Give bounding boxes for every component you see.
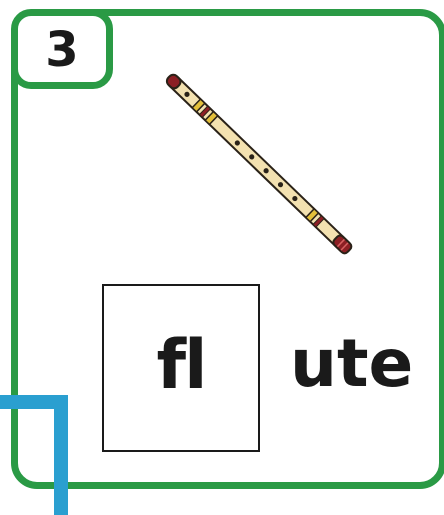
blend-letters-box: fl bbox=[102, 284, 260, 452]
card-number: 3 bbox=[45, 22, 79, 78]
blend-letters: fl bbox=[156, 326, 208, 405]
word-ending: ute bbox=[290, 325, 414, 402]
flute-icon bbox=[165, 73, 353, 255]
next-card-corner bbox=[0, 395, 68, 515]
card-number-badge: 3 bbox=[11, 9, 113, 89]
